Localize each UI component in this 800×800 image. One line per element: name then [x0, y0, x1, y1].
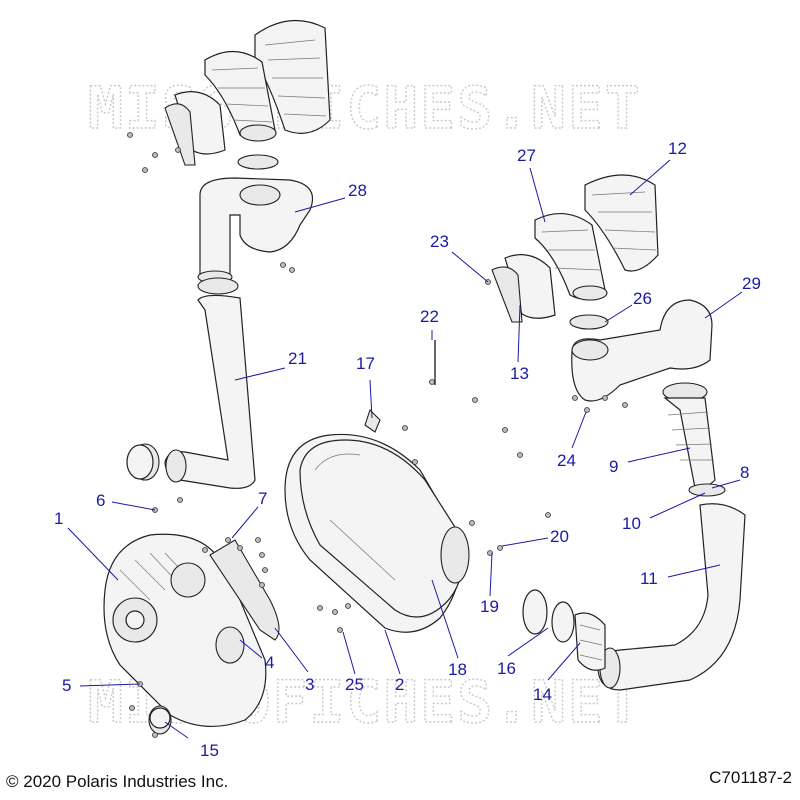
callout-1: 1 — [54, 509, 64, 528]
part-9-bellows — [662, 382, 726, 497]
part-18-inner-cover — [299, 439, 470, 618]
callout-21: 21 — [288, 349, 307, 368]
callout-4: 4 — [265, 653, 275, 672]
part-1-outer-cover — [103, 533, 267, 735]
callout-14: 14 — [533, 685, 552, 704]
callout-10: 10 — [622, 514, 641, 533]
callout-3: 3 — [305, 675, 315, 694]
part-11-outlet-tube — [597, 503, 746, 691]
callout-20: 20 — [550, 527, 569, 546]
part-28-elbow — [197, 177, 314, 284]
part-15-seal — [149, 707, 171, 729]
part-17-seal — [364, 408, 381, 433]
part-3-plate — [209, 539, 280, 641]
diagram-code: C701187-2 — [709, 768, 792, 787]
callout-23: 23 — [430, 232, 449, 251]
part-14-16-clamps — [126, 444, 606, 671]
callout-9: 9 — [609, 457, 619, 476]
upper-left-duct-assembly — [164, 19, 331, 170]
callout-18: 18 — [448, 660, 467, 679]
callout-6: 6 — [96, 491, 106, 510]
callout-2: 2 — [395, 675, 405, 694]
callout-11: 11 — [640, 569, 658, 588]
part-29-elbow — [571, 299, 713, 408]
upper-right-duct-assembly — [491, 174, 659, 330]
leader-lines — [67, 159, 743, 739]
fasteners — [127, 132, 590, 738]
callout-25: 25 — [345, 675, 364, 694]
callout-19: 19 — [480, 597, 499, 616]
callout-22: 22 — [420, 307, 439, 326]
callout-12: 12 — [668, 139, 687, 158]
callout-16: 16 — [497, 659, 516, 678]
callout-7: 7 — [258, 489, 268, 508]
callout-26: 26 — [633, 289, 652, 308]
callout-27: 27 — [517, 146, 536, 165]
callout-8: 8 — [740, 463, 750, 482]
copyright-text: © 2020 Polaris Industries Inc. — [6, 772, 229, 791]
callout-5: 5 — [62, 676, 72, 695]
callout-29: 29 — [742, 274, 761, 293]
callout-24: 24 — [557, 451, 576, 470]
callout-15: 15 — [200, 741, 219, 760]
callout-13: 13 — [510, 364, 529, 383]
callout-28: 28 — [348, 181, 367, 200]
callout-17: 17 — [356, 354, 375, 373]
